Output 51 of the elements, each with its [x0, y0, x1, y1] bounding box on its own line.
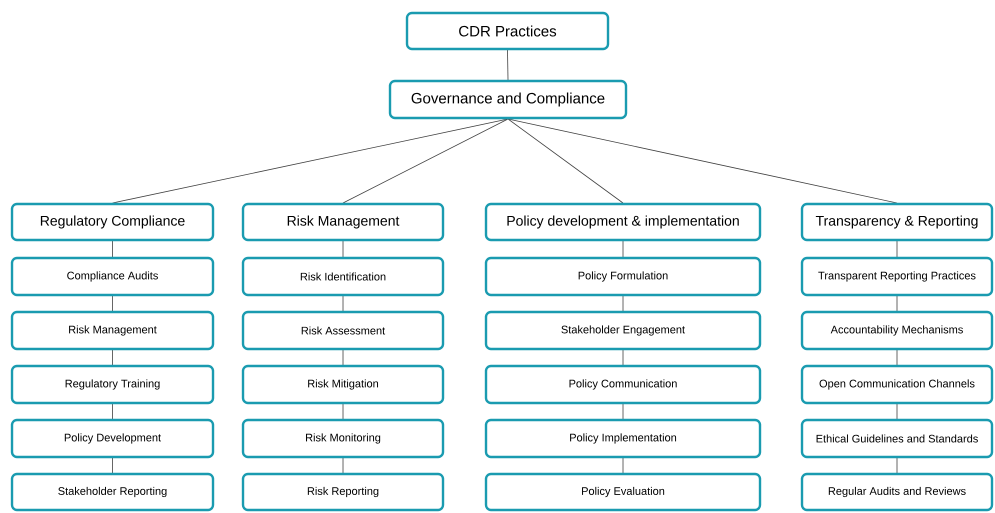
- item-box: Policy Implementation: [484, 418, 762, 458]
- connector-line: [507, 50, 508, 80]
- item-box: Risk Mitigation: [242, 364, 444, 404]
- connector-line: [508, 118, 898, 204]
- connector-line: [342, 118, 508, 204]
- connector-line: [112, 240, 113, 258]
- connector-line: [112, 296, 113, 312]
- category-box: Transparency & Reporting: [800, 202, 994, 242]
- connector-line: [622, 350, 624, 366]
- connector-line: [112, 118, 508, 204]
- connector-line: [112, 404, 113, 420]
- item-box: Policy Formulation: [484, 256, 762, 296]
- item-box: Risk Assessment: [242, 310, 444, 350]
- connector-line: [342, 240, 344, 258]
- item-box: Regulatory Training: [10, 364, 214, 404]
- item-box: Risk Monitoring: [242, 418, 444, 458]
- connector-line: [896, 458, 898, 474]
- category-box: Policy development & implementation: [484, 202, 762, 242]
- connector-line: [342, 350, 344, 366]
- title-box: CDR Practices: [406, 12, 610, 50]
- item-box: Policy Development: [10, 418, 214, 458]
- item-box: Stakeholder Engagement: [484, 310, 762, 350]
- connector-line: [622, 296, 624, 312]
- connector-line: [896, 240, 898, 258]
- title-box: Governance and Compliance: [388, 80, 628, 120]
- connector-line: [508, 118, 624, 204]
- connector-line: [112, 350, 113, 366]
- connector-line: [622, 458, 624, 474]
- connector-line: [896, 404, 898, 420]
- category-box: Risk Management: [242, 202, 444, 242]
- item-box: Risk Reporting: [242, 472, 444, 512]
- item-box: Risk Management: [10, 310, 214, 350]
- item-box: Risk Identification: [242, 256, 444, 296]
- item-box: Ethical Guidelines and Standards: [800, 418, 994, 458]
- item-box: Policy Evaluation: [484, 472, 762, 512]
- item-box: Open Communication Channels: [800, 364, 994, 404]
- connector-line: [896, 350, 898, 366]
- connector-line: [896, 296, 898, 312]
- connector-line: [622, 240, 624, 258]
- category-box: Regulatory Compliance: [10, 202, 214, 242]
- connector-line: [342, 458, 344, 474]
- connector-line: [622, 404, 624, 420]
- item-box: Accountability Mechanisms: [800, 310, 994, 350]
- item-box: Regular Audits and Reviews: [800, 472, 994, 512]
- connector-line: [342, 404, 344, 420]
- item-box: Policy Communication: [484, 364, 762, 404]
- item-box: Stakeholder Reporting: [10, 472, 214, 512]
- connector-line: [342, 296, 344, 312]
- item-box: Transparent Reporting Practices: [800, 256, 994, 296]
- connector-line: [112, 458, 113, 474]
- item-box: Compliance Audits: [10, 256, 214, 296]
